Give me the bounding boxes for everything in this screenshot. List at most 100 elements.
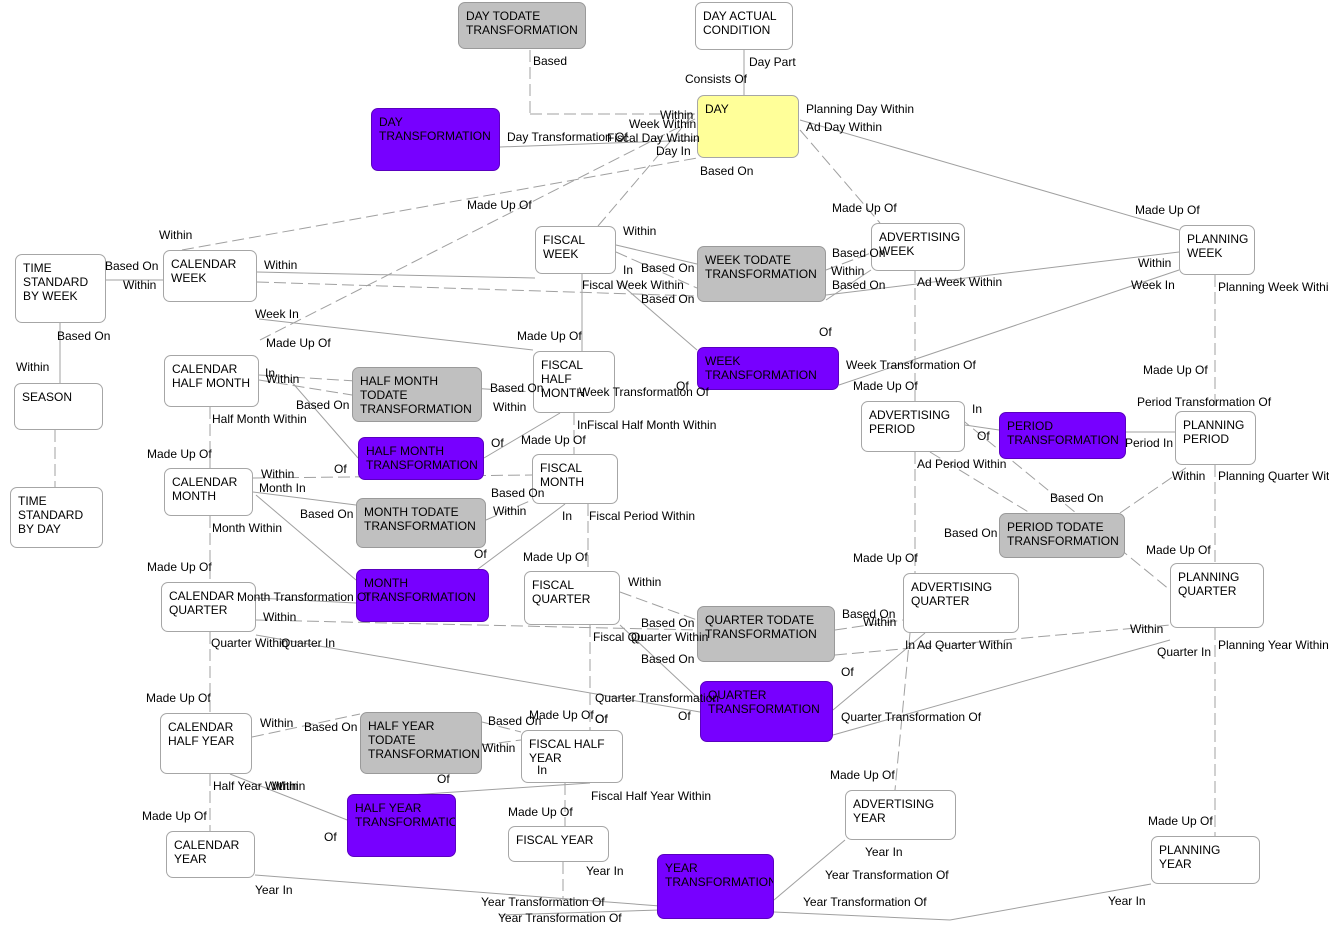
entity-month-transformation[interactable]: MONTH TRANSFORMATION bbox=[356, 569, 489, 622]
entity-half-year-transformation[interactable]: HALF YEAR TRANSFORMATIO bbox=[347, 794, 456, 857]
entity-planning-year[interactable]: PLANNING YEAR bbox=[1151, 836, 1260, 884]
relationship-label: Quarter Transformation bbox=[595, 691, 720, 705]
relationship-label: Based On bbox=[641, 292, 695, 306]
relationship-label: Within bbox=[266, 372, 300, 386]
entity-fiscal-half-year[interactable]: FISCAL HALF YEAR bbox=[521, 730, 623, 783]
relationship-label: Made Up Of bbox=[266, 336, 331, 350]
relationship-label: Made Up Of bbox=[146, 691, 211, 705]
relationship-label: Within bbox=[264, 258, 298, 272]
entity-fiscal-half-month[interactable]: FISCAL HALF MONTH bbox=[533, 351, 615, 413]
relationship-label: Within bbox=[260, 716, 294, 730]
entity-calendar-week[interactable]: CALENDAR WEEK bbox=[163, 250, 257, 302]
entity-calendar-half-month[interactable]: CALENDAR HALF MONTH bbox=[164, 355, 259, 407]
entity-day-transformation[interactable]: DAY TRANSFORMATION bbox=[371, 108, 500, 171]
relationship-label: Ad Week Within bbox=[917, 275, 1003, 289]
relationship-label: Year In bbox=[1108, 894, 1146, 908]
entity-calendar-month[interactable]: CALENDAR MONTH bbox=[164, 468, 253, 516]
relationship-label: Based On bbox=[832, 278, 886, 292]
entity-week-todate-transformation[interactable]: WEEK TODATE TRANSFORMATION bbox=[697, 246, 826, 302]
relationship-label: Within bbox=[1138, 256, 1172, 270]
relationship-label: Based On bbox=[488, 714, 542, 728]
relationship-line bbox=[834, 619, 904, 631]
relationship-label: Quarter In bbox=[1157, 645, 1212, 659]
entity-calendar-quarter[interactable]: CALENDAR QUARTER bbox=[161, 582, 256, 632]
relationship-label: Fiscal Half Month Within bbox=[587, 418, 717, 432]
relationship-label: Made Up Of bbox=[521, 433, 586, 447]
relationship-label: Within bbox=[628, 575, 662, 589]
entity-advertising-week[interactable]: ADVERTISING WEEK bbox=[871, 223, 965, 271]
relationship-line bbox=[838, 269, 1180, 386]
relationship-line bbox=[929, 451, 1031, 514]
relationship-label: Made Up Of bbox=[1135, 203, 1200, 217]
relationship-line bbox=[255, 494, 357, 581]
entity-advertising-quarter[interactable]: ADVERTISING QUARTER bbox=[903, 573, 1019, 633]
relationship-label: Planning Year Within bbox=[1218, 638, 1329, 652]
entity-half-month-transformation[interactable]: HALF MONTH TRANSFORMATION bbox=[358, 437, 484, 480]
relationship-line bbox=[959, 417, 1171, 591]
entity-fiscal-week[interactable]: FISCAL WEEK bbox=[535, 226, 616, 274]
relationship-line bbox=[181, 157, 698, 251]
relationship-label: Year Transformation Of bbox=[825, 868, 949, 882]
relationship-line bbox=[256, 271, 536, 279]
relationship-line bbox=[499, 139, 698, 148]
entity-year-transformation[interactable]: YEAR TRANSFORMATION bbox=[657, 854, 774, 919]
relationship-label: Based bbox=[533, 54, 568, 68]
relationship-label: Year Transformation Of bbox=[803, 895, 927, 909]
entity-day-actual-condition[interactable]: DAY ACTUAL CONDITION bbox=[695, 2, 793, 50]
entity-calendar-year[interactable]: CALENDAR YEAR bbox=[166, 831, 255, 878]
relationship-line bbox=[832, 632, 926, 711]
relationship-line bbox=[799, 119, 1180, 231]
relationship-label: Period Transformation Of bbox=[1137, 395, 1272, 409]
entity-calendar-half-year[interactable]: CALENDAR HALF YEAR bbox=[160, 713, 252, 774]
relationship-label: Within bbox=[1172, 469, 1206, 483]
relationship-line bbox=[254, 874, 661, 907]
relationship-line bbox=[615, 251, 698, 289]
relationship-line bbox=[615, 279, 698, 351]
entity-advertising-year[interactable]: ADVERTISING YEAR bbox=[845, 790, 956, 840]
entity-planning-quarter[interactable]: PLANNING QUARTER bbox=[1170, 563, 1264, 628]
entity-half-month-todate-transformation[interactable]: HALF MONTH TODATE TRANSFORMATION bbox=[352, 367, 482, 422]
entity-quarter-todate-transformation[interactable]: QUARTER TODATE TRANSFORMATION bbox=[697, 606, 835, 662]
entity-fiscal-month[interactable]: FISCAL MONTH bbox=[532, 454, 618, 504]
relationship-label: Of bbox=[324, 830, 337, 844]
relationship-line bbox=[258, 318, 534, 351]
entity-season[interactable]: SEASON bbox=[14, 383, 103, 430]
entity-fiscal-quarter[interactable]: FISCAL QUARTER bbox=[524, 571, 620, 625]
relationship-label: Based On bbox=[57, 329, 111, 343]
entity-day-todate-transformation[interactable]: DAY TODATE TRANSFORMATION bbox=[458, 2, 586, 49]
relationship-label: Based On bbox=[491, 486, 545, 500]
relationship-label: Week Within bbox=[629, 117, 697, 131]
relationship-label: Of bbox=[437, 772, 450, 786]
entity-month-todate-transformation[interactable]: MONTH TODATE TRANSFORMATION bbox=[356, 498, 486, 548]
relationship-label: Ad Day Within bbox=[806, 120, 883, 134]
entity-fiscal-year[interactable]: FISCAL YEAR bbox=[508, 826, 609, 862]
relationship-label: Made Up Of bbox=[508, 805, 573, 819]
entity-planning-week[interactable]: PLANNING WEEK bbox=[1179, 225, 1255, 275]
relationship-label: Year In bbox=[586, 864, 624, 878]
relationship-line bbox=[825, 252, 872, 271]
relationship-line bbox=[258, 379, 353, 396]
entity-period-todate-transformation[interactable]: PERIOD TODATE TRANSFORMATION bbox=[999, 513, 1125, 558]
relationship-label: In bbox=[577, 418, 588, 432]
relationship-label: Made Up Of bbox=[1148, 814, 1213, 828]
entity-time-standard-by-week[interactable]: TIME STANDARD BY WEEK bbox=[15, 254, 106, 323]
entity-week-transformation[interactable]: WEEK TRANSFORMATION bbox=[697, 347, 839, 390]
entity-planning-period[interactable]: PLANNING PERIOD bbox=[1175, 411, 1256, 465]
relationship-label: Based On bbox=[832, 246, 886, 260]
relationship-line bbox=[597, 109, 698, 227]
relationship-line bbox=[485, 499, 533, 521]
entity-quarter-transformation[interactable]: QUARTER TRANSFORMATION bbox=[700, 681, 833, 742]
relationship-label: Of bbox=[819, 325, 832, 339]
relationship-label: Of bbox=[841, 665, 854, 679]
entity-advertising-period[interactable]: ADVERTISING PERIOD bbox=[861, 401, 965, 452]
entity-half-year-todate-transformation[interactable]: HALF YEAR TODATE TRANSFORMATION bbox=[360, 712, 482, 774]
relationship-label: In bbox=[265, 366, 276, 380]
entity-time-standard-by-day[interactable]: TIME STANDARD BY DAY bbox=[10, 487, 103, 548]
entity-period-transformation[interactable]: PERIOD TRANSFORMATION bbox=[999, 412, 1126, 459]
relationship-label: Made Up Of bbox=[853, 551, 918, 565]
relationship-label: Of bbox=[334, 462, 347, 476]
relationship-label: Of bbox=[595, 712, 608, 726]
entity-day[interactable]: DAY bbox=[697, 95, 799, 158]
relationship-label: Consists Of bbox=[685, 72, 748, 86]
